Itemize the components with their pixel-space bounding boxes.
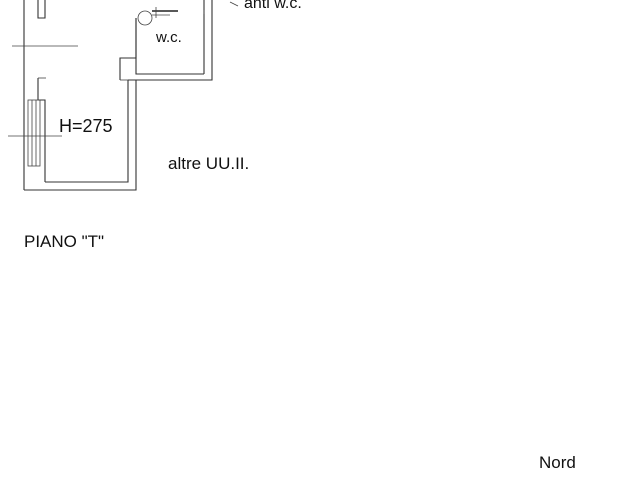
bottom-wall [24, 80, 137, 191]
wc-fixtures [137, 7, 178, 26]
wall-jog [119, 18, 137, 81]
wc-label: w.c. [156, 29, 182, 46]
anti-wc-leader [229, 1, 239, 7]
anti-wc-label: anti w.c. [244, 0, 302, 12]
left-wall [23, 0, 46, 190]
wc-room [128, 0, 213, 81]
floor-label: PIANO "T" [24, 232, 105, 251]
other-units-label: altre UU.II. [168, 154, 250, 173]
window-left-lower [8, 99, 62, 167]
north-label: Nord [539, 453, 576, 472]
height-label: H=275 [59, 116, 113, 136]
